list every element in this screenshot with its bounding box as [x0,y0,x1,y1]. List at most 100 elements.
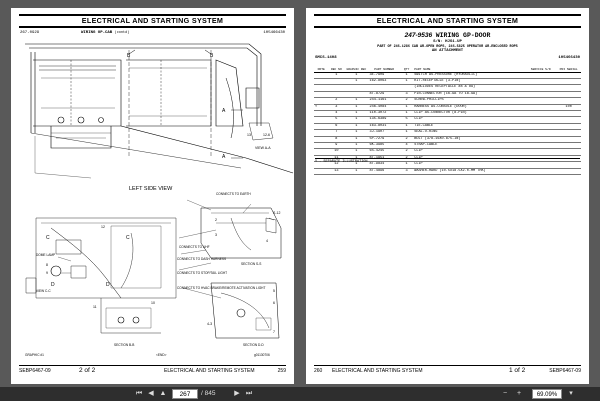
col-part-number: PART NUMBER [368,62,400,73]
cell-part-name: CLIP [414,117,423,122]
zoom-out-icon[interactable]: − [502,390,508,397]
label-d-right: D [106,282,110,288]
part-of-line: PART OF 246-1286 CAB AR-OPEN ROPS, 246-5… [377,44,518,49]
cell-graphic-ref: 1 [355,130,358,135]
last-page-icon[interactable]: ⏭ [245,390,253,397]
cell-graphic-ref: 1 [355,78,358,83]
callout-4: 4 [266,239,268,243]
footer-section: ELECTRICAL AND STARTING SYSTEM [164,368,255,374]
cell-note [314,168,329,174]
cell-ref: 1 [335,72,338,77]
label-a-bottom: A [222,154,226,160]
parts-table: NOTE REF NO GRAPHIC REF PART NUMBER QTY … [314,62,581,175]
cell-part-number: 6K-3985 [369,142,385,147]
cell-ref: 2 [335,98,338,103]
cell-ref: 9 [335,142,338,147]
cell-graphic-ref: 1 [355,123,358,128]
cell-ref: 8 [335,136,338,141]
cell-part-number: 8T-1951 [369,155,385,160]
cell-part-number: 6S-4245 [369,149,385,154]
callout-6: 6 [273,301,275,305]
col-note: NOTE [314,62,329,73]
viewer-toolbar: ⏮ ◀ ▲ 267 / 845 ▶ ⏭ − + 69.09% ▾ [0,387,600,401]
scroll-up-icon[interactable]: ▲ [159,390,167,397]
cell-qty: 2 [405,98,408,103]
cell-ref: 13 [334,168,339,173]
page-right: ELECTRICAL AND STARTING SYSTEM 247-9536 … [306,8,589,384]
cell-graphic-ref: 1 [355,110,358,115]
callout-s12: S-12 [273,211,280,215]
cell-part-number: 8T-9834 [369,162,385,167]
callout-10: 10 [151,301,155,305]
document-code: 105466430 [558,56,580,60]
label-b-left: B [127,53,131,59]
cell-part-number: 246-4084 [369,104,387,109]
zoom-select[interactable]: 69.09% [532,389,562,399]
zoom-dropdown-icon[interactable]: ▾ [569,390,573,397]
footer-page-of: 2 of 2 [79,367,96,374]
cell-graphic-ref: 1 [355,162,358,167]
cell-part-name: STRAP-CABLE [414,142,438,147]
footer-doc-id: SEBP6467-09 [549,368,581,374]
view-cc-label: VIEW C-C [36,289,51,293]
left-side-view-label: LEFT SIDE VIEW [129,186,173,192]
cell-ref: 6 [335,123,338,128]
col-ref: REF NO [328,62,345,73]
graphic-label: GRAPHIC #1 [25,353,44,357]
connects-hvac-label: CONNECTS TO HVAC BRAKE/REMOTE ACTIVATION… [177,286,265,290]
page-left: ELECTRICAL AND STARTING SYSTEM 267-0929 … [11,8,294,384]
cell-ref: 11 [334,155,339,160]
cell-graphic-ref: 1 [355,98,358,103]
cell-part-number: 163-8031 [369,123,387,128]
cell-part-name: TIE-CABLE [414,123,434,128]
label-view-aa: VIEW A-A [255,146,271,150]
callout-9: 9 [46,271,48,275]
serial-range: S/N: HJS1-UP [433,40,462,44]
col-graphic-ref: GRAPHIC REF [344,62,369,73]
col-part-name: PART NAME [413,62,526,73]
attachment-line: AN ATTACHMENT [431,49,464,53]
section-dd-label: SECTION D-D [243,343,264,347]
cell-ref: 5 [335,117,338,122]
cell-qty: 1 [405,110,408,115]
cell-qty: 1 [405,130,408,135]
cell-part-name: CLIP [414,155,423,160]
callout-12: 12 [101,225,105,229]
cell-pri-serial: 100 [565,104,572,109]
cell-service-sn [525,168,556,174]
page-total: / 845 [201,390,216,397]
page-number-input[interactable]: 267 [172,389,198,399]
callout-7: 7 [273,330,275,334]
parts-title: 247-9536 WIRING GP-DOOR [404,32,491,39]
cell-note: Y [315,104,318,109]
zoom-in-icon[interactable]: + [516,390,522,397]
first-page-icon[interactable]: ⏮ [135,390,143,397]
footer-section: ELECTRICAL AND STARTING SYSTEM [332,368,423,374]
cell-qty: 3 [405,168,408,173]
next-page-icon[interactable]: ▶ [234,390,240,397]
callout-3: 3 [215,233,217,237]
previous-page-icon[interactable]: ◀ [148,390,154,397]
section-bb-label: SECTION B-B [114,343,134,347]
section-ss-label: SECTION S-S [241,262,261,266]
cell-part-name: KIT-RECEPTACLE (3-PIN) [414,78,461,83]
cell-part-name: CLIP [414,162,423,167]
figure-id: 105466430 [263,31,285,35]
callout-11: 11 [93,305,97,309]
cell-ref: 7 [335,130,338,135]
cell-part-name: WASHER-HARD (10.5X18.5X2.0-MM THK) [414,168,486,173]
cell-graphic-ref: 1 [355,142,358,147]
cell-part-name: CLIP [414,149,423,154]
cell-part-name: PIN-CONNECTOR (16-GA TO 18-GA) [414,91,478,96]
col-pri-serial: PRI SERIAL [556,62,581,73]
callout-2: 2 [215,218,217,222]
